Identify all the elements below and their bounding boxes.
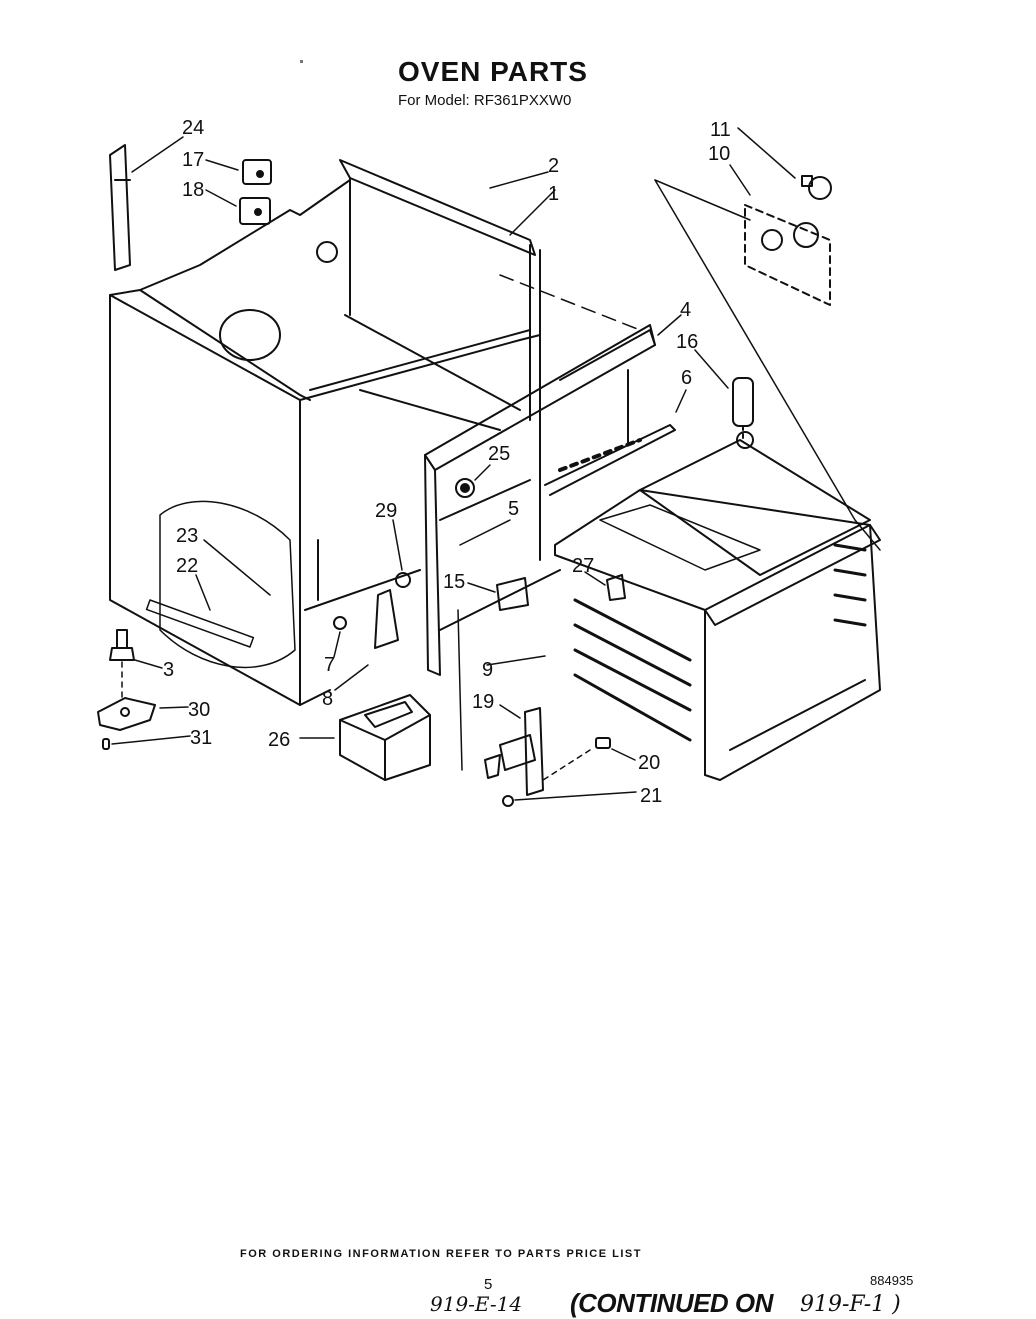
model-subtitle: For Model: RF361PXXW0 <box>398 92 572 109</box>
part-30-plate <box>97 697 156 731</box>
callout-11: 11 <box>710 119 731 141</box>
cabinet-fan-opening <box>219 309 281 361</box>
callout-16: 16 <box>676 331 698 353</box>
part-24-strip <box>109 144 131 271</box>
cabinet-rear-wall <box>139 179 351 291</box>
terminal-block <box>145 599 255 648</box>
oven-cavity <box>554 431 881 781</box>
part-15-bracket <box>496 577 529 611</box>
callout-20: 20 <box>638 752 660 774</box>
callout-22: 22 <box>176 555 198 577</box>
scan-dot <box>300 60 303 63</box>
part-16-vent-tube <box>732 377 754 441</box>
cabinet-top-rail <box>299 334 541 401</box>
callout-6: 6 <box>681 367 692 389</box>
callout-24: 24 <box>182 117 204 139</box>
oven-vent-hole <box>736 431 754 449</box>
ordering-note: FOR ORDERING INFORMATION REFER TO PARTS … <box>240 1248 642 1260</box>
cabinet-body <box>109 159 541 706</box>
callout-31: 31 <box>190 727 212 749</box>
part-27-clip <box>606 574 626 601</box>
light-leader-line-2 <box>654 179 751 221</box>
handwritten-page-ref: 919-E-14 <box>430 1292 523 1316</box>
callout-29: 29 <box>375 500 397 522</box>
page-title: OVEN PARTS <box>398 56 588 87</box>
part-7-washer <box>333 616 347 630</box>
cabinet-vent-hole <box>316 241 338 263</box>
frame-connector-dash <box>499 274 641 331</box>
callout-4: 4 <box>680 299 691 321</box>
part-21-nut <box>502 795 514 807</box>
cabinet-floor-edge <box>299 689 331 706</box>
callout-17: 17 <box>182 149 204 171</box>
callout-27: 27 <box>572 555 594 577</box>
callout-7: 7 <box>324 654 335 676</box>
callout-9: 9 <box>482 659 493 681</box>
cabinet-inner-divider <box>344 314 521 411</box>
page-number: 5 <box>484 1276 493 1293</box>
part-29-grommet <box>395 572 411 588</box>
cabinet-bottom-rail <box>304 569 421 611</box>
cabinet-top-flange <box>109 289 311 401</box>
callout-23: 23 <box>176 525 198 547</box>
part-18-bracket <box>239 197 271 225</box>
light-leader-line <box>654 179 881 551</box>
part-3-leveling-bolt <box>109 629 135 701</box>
cabinet-top-back <box>339 159 536 256</box>
callout-26: 26 <box>268 729 290 751</box>
callout-30: 30 <box>188 699 210 721</box>
callout-15: 15 <box>443 571 465 593</box>
hinge-leader <box>457 609 463 771</box>
part-19-hinge-arm <box>484 707 544 796</box>
part-31-screw <box>102 738 110 750</box>
part-11-bulb <box>801 175 832 200</box>
continued-label: (CONTINUED ON <box>570 1288 773 1318</box>
callout-8: 8 <box>322 688 333 710</box>
callout-25: 25 <box>488 443 510 465</box>
callout-3: 3 <box>163 659 174 681</box>
part-20-screw <box>539 737 611 783</box>
continued-page-ref: 919-F-1 ) <box>800 1292 901 1317</box>
callout-1: 1 <box>548 183 559 205</box>
leader-arrows <box>111 127 796 801</box>
part-26-box <box>339 694 431 781</box>
callout-10: 10 <box>708 143 730 165</box>
cabinet-floor-line <box>359 389 501 431</box>
callout-labels: 24 17 18 2 1 11 10 4 16 6 25 5 29 23 22 … <box>163 117 731 807</box>
callout-5: 5 <box>508 498 519 520</box>
cabinet-side-panel <box>109 294 301 706</box>
part-6-rail <box>544 424 676 496</box>
part-8-hinge <box>374 589 399 649</box>
callout-19: 19 <box>472 691 494 713</box>
part-17-bracket <box>242 159 272 185</box>
document-number: 884935 <box>870 1273 914 1288</box>
cabinet-inner-rail <box>309 329 531 391</box>
callout-18: 18 <box>182 179 204 201</box>
part-4-panel <box>559 329 656 446</box>
part-25-thermostat <box>455 478 475 498</box>
callout-21: 21 <box>640 785 662 807</box>
part-10-light-assembly <box>744 204 831 306</box>
callout-2: 2 <box>548 155 559 177</box>
cabinet-cutaway <box>159 500 296 669</box>
